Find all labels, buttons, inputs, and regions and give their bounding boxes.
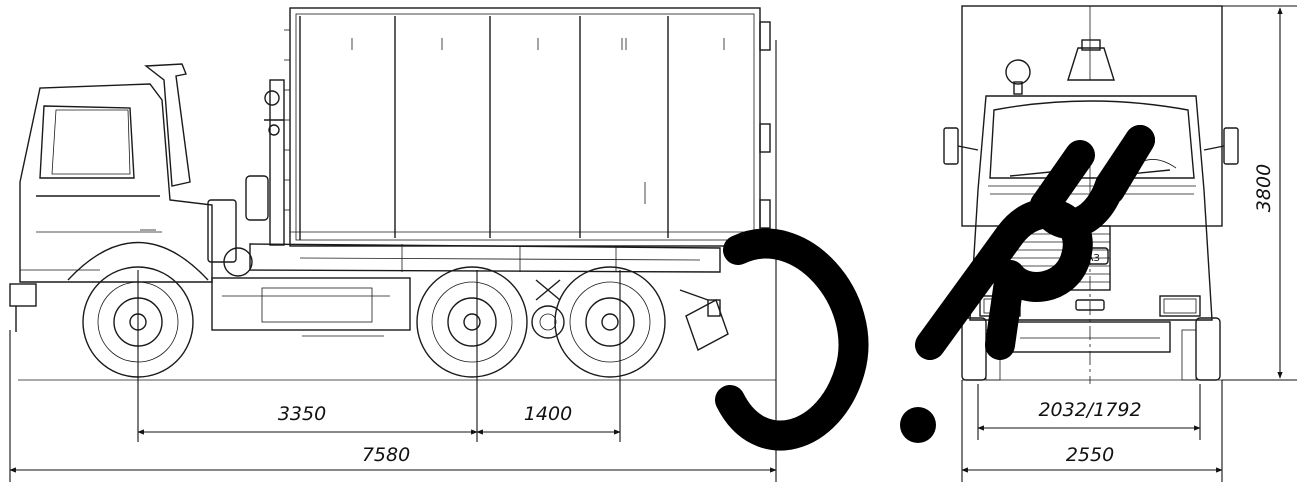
rear-axle-balancer xyxy=(531,279,565,339)
dimension-front-width: 2550 xyxy=(961,380,1223,482)
dim-label-track: 2032/1792 xyxy=(1038,399,1141,421)
hook-arm xyxy=(245,79,285,246)
dimension-overall-length: 7580 xyxy=(9,444,777,473)
container-body xyxy=(284,7,771,249)
dim-label-3800: 3800 xyxy=(1253,164,1275,212)
cab xyxy=(9,63,253,332)
side-view: 3350 1400 7580 xyxy=(9,7,777,482)
dim-label-2550: 2550 xyxy=(1066,444,1114,466)
watermark xyxy=(715,125,1155,451)
dimension-extension-lines xyxy=(9,40,777,482)
dimension-front-height: 3800 xyxy=(1222,5,1297,381)
dimension-wheelbase-rear: 1400 xyxy=(476,403,621,435)
wheel-rear-1 xyxy=(416,266,528,378)
wheel-rear-2 xyxy=(554,266,666,378)
dim-label-7580: 7580 xyxy=(362,444,410,466)
chassis-frame xyxy=(211,243,729,352)
dim-label-3350: 3350 xyxy=(278,403,326,425)
dimension-track: 2032/1792 xyxy=(977,384,1201,440)
dimension-wheelbase-front: 3350 xyxy=(137,403,478,435)
dim-label-1400: 1400 xyxy=(524,403,572,425)
